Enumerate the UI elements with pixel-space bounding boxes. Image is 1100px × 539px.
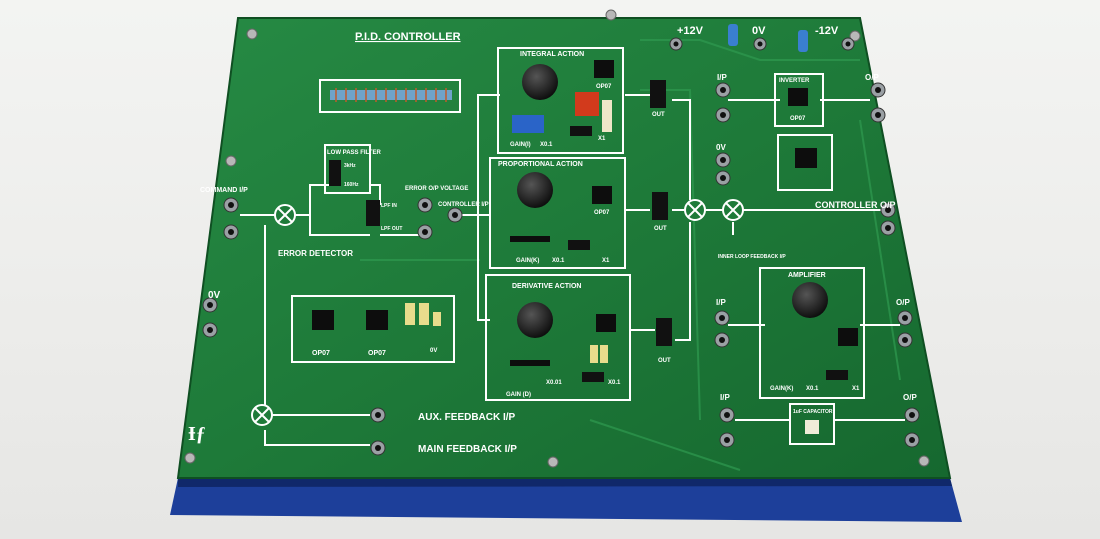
banana-jacks[interactable] <box>202 82 920 456</box>
amplifier-title: AMPLIFIER <box>788 272 826 279</box>
svg-text:OP07: OP07 <box>594 210 610 216</box>
svg-text:OP07: OP07 <box>596 84 612 90</box>
svg-text:X0.1: X0.1 <box>608 380 621 386</box>
svg-text:I/P: I/P <box>716 298 726 307</box>
proportional-gain-knob[interactable] <box>517 172 553 208</box>
proportional-range-switch[interactable] <box>568 240 590 250</box>
svg-text:3kHz: 3kHz <box>344 163 356 169</box>
svg-text:X1: X1 <box>598 136 606 142</box>
supply-zero-label: 0V <box>752 25 766 37</box>
svg-text:X0.1: X0.1 <box>806 386 819 392</box>
svg-text:LPF OUT: LPF OUT <box>381 226 402 232</box>
opamp1-label: OP07 <box>312 350 330 357</box>
proportional-block: PROPORTIONAL ACTION OP07 GAIN(K) X0.1 X1 <box>489 157 626 269</box>
svg-text:O/P: O/P <box>865 73 879 82</box>
signal-lines <box>240 94 905 446</box>
derivative-range-switch[interactable] <box>582 372 604 382</box>
inverter-block: INVERTER OP07 <box>774 73 824 127</box>
amplifier-range-switch[interactable] <box>826 370 848 380</box>
svg-text:1uF CAPACITOR: 1uF CAPACITOR <box>793 409 833 415</box>
command-ip-label: COMMAND I/P <box>200 187 248 194</box>
second-opamp-block <box>777 134 833 191</box>
derivative-block: DERIVATIVE ACTION GAIN (D) X0.01 X0.1 <box>485 274 631 401</box>
svg-text:OUT: OUT <box>658 358 671 364</box>
error-detector-label: ERROR DETECTOR <box>278 249 353 258</box>
controller-op-label: CONTROLLER O/P <box>815 200 896 210</box>
amplifier-block: AMPLIFIER GAIN(K) X0.1 X1 <box>759 267 865 399</box>
svg-text:X0.01: X0.01 <box>546 380 562 386</box>
svg-text:OUT: OUT <box>654 226 667 232</box>
opamp-block: OP07 OP07 0V <box>291 295 455 363</box>
aux-feedback-label: AUX. FEEDBACK I/P <box>418 412 516 423</box>
svg-text:X0.1: X0.1 <box>540 142 553 148</box>
electrolytic-capacitors <box>728 24 808 52</box>
out-switches[interactable] <box>650 80 672 346</box>
error-op-voltage-label: ERROR O/P VOLTAGE <box>405 186 468 192</box>
inverter-title: INVERTER <box>779 78 810 84</box>
board-title: P.I.D. CONTROLLER <box>355 31 461 43</box>
supply-neg-label: -12V <box>815 25 839 37</box>
derivative-title: DERIVATIVE ACTION <box>512 283 581 290</box>
svg-text:160Hz: 160Hz <box>344 182 359 188</box>
resistor-array <box>330 88 452 102</box>
capacitor-block: 1uF CAPACITOR <box>789 403 835 445</box>
svg-text:O/P: O/P <box>896 298 910 307</box>
base-plate <box>170 478 962 522</box>
svg-text:0V: 0V <box>716 143 726 152</box>
low-pass-filter-block: LOW PASS FILTER 3kHz 160Hz <box>324 144 381 194</box>
svg-text:X1: X1 <box>602 258 610 264</box>
svg-text:OUT: OUT <box>652 112 665 118</box>
zero-left-label: 0V <box>208 290 221 301</box>
inner-loop-label: INNER LOOP FEEDBACK I/P <box>718 254 786 260</box>
brand-logo: Ɨƒ <box>188 423 206 445</box>
svg-text:X1: X1 <box>852 386 860 392</box>
integral-block: INTEGRAL ACTION OP07 X0.1 X1 GAIN(I) <box>497 47 624 154</box>
integral-range-switch[interactable] <box>570 126 592 136</box>
svg-text:I/P: I/P <box>717 73 727 82</box>
svg-text:OP07: OP07 <box>790 116 806 122</box>
svg-text:LPF IN: LPF IN <box>381 203 397 209</box>
lpf-switch[interactable] <box>366 200 380 226</box>
controller-ip-label: CONTROLLER I/P <box>438 202 489 208</box>
summing-junctions <box>251 199 744 426</box>
supply-jacks <box>669 37 855 51</box>
proportional-title: PROPORTIONAL ACTION <box>498 161 583 168</box>
mounting-screws <box>184 9 930 468</box>
derivative-gain-knob[interactable] <box>517 302 553 338</box>
integral-title: INTEGRAL ACTION <box>520 51 584 58</box>
svg-text:GAIN(K): GAIN(K) <box>516 258 539 264</box>
svg-text:GAIN(K): GAIN(K) <box>770 386 793 392</box>
svg-text:GAIN (D): GAIN (D) <box>506 392 531 398</box>
svg-text:0V: 0V <box>430 348 437 354</box>
amplifier-gain-knob[interactable] <box>792 282 828 318</box>
supply-pos-label: +12V <box>677 25 704 37</box>
svg-text:I/P: I/P <box>720 393 730 402</box>
svg-text:GAIN(I): GAIN(I) <box>510 142 531 148</box>
integral-gain-knob[interactable] <box>522 64 558 100</box>
svg-text:X0.1: X0.1 <box>552 258 565 264</box>
opamp2-label: OP07 <box>368 350 386 357</box>
svg-text:O/P: O/P <box>903 393 917 402</box>
main-feedback-label: MAIN FEEDBACK I/P <box>418 444 517 455</box>
lpf-title: LOW PASS FILTER <box>327 150 381 156</box>
resistor-array-block <box>319 79 461 113</box>
